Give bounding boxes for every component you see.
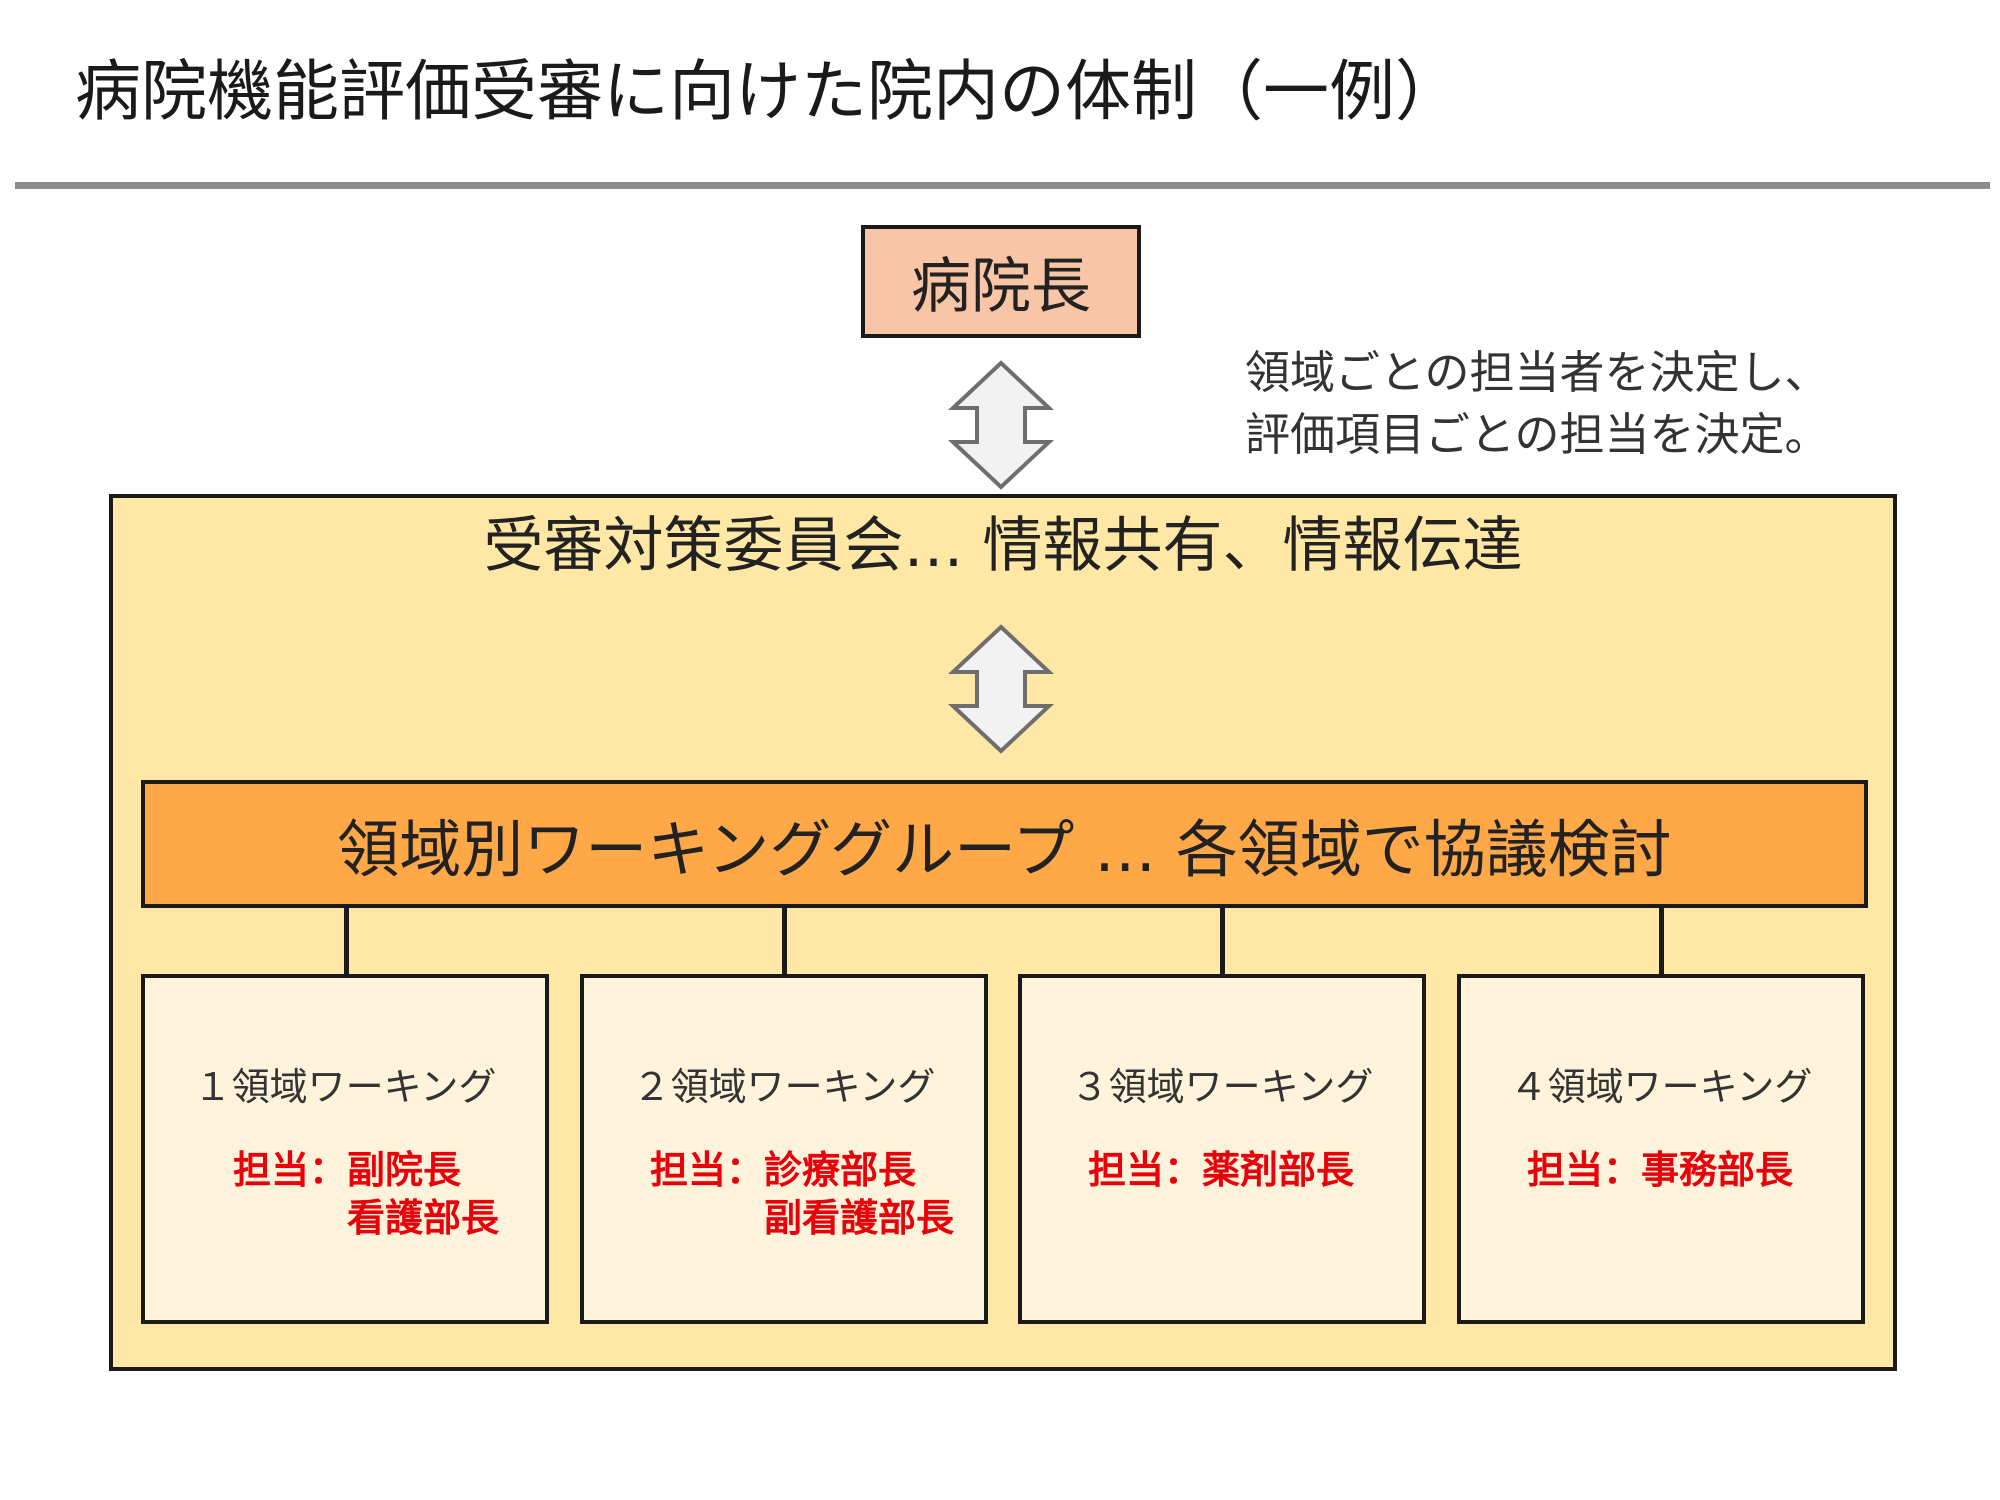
slide-title: 病院機能評価受審に向けた院内の体制（一例） (75, 53, 1461, 130)
lead-line-1: 担当：診療部長 (650, 1146, 954, 1194)
note-line-1: 領域ごとの担当者を決定し、 (1245, 346, 1830, 399)
double-arrow-shape (947, 360, 1055, 490)
domain-lead: 担当：診療部長 担当：副看護部長 (650, 1146, 954, 1242)
lead-name: 薬剤部長 (1202, 1148, 1355, 1192)
domain-name: ４領域ワーキング (1509, 1065, 1813, 1109)
lead-line-1: 担当：薬剤部長 (1088, 1146, 1354, 1194)
lead-line-1: 担当：副院長 (233, 1146, 499, 1194)
domain-box-3: ３領域ワーキング 担当：薬剤部長 (1018, 974, 1426, 1324)
domain-lead: 担当：副院長 担当：看護部長 (233, 1146, 499, 1242)
lead-line-2: 担当：副看護部長 (650, 1194, 954, 1242)
lead-line-2: 担当：看護部長 (233, 1194, 499, 1242)
domain-box-4: ４領域ワーキング 担当：事務部長 (1457, 974, 1865, 1324)
working-group-box: 領域別ワーキンググループ … 各領域で協議検討 (141, 780, 1868, 908)
domain-lead: 担当：薬剤部長 (1088, 1146, 1354, 1194)
lead-name: 副院長 (347, 1148, 462, 1192)
connector-line-3 (1220, 906, 1225, 976)
double-arrow-icon (947, 360, 1055, 490)
assignment-note: 領域ごとの担当者を決定し、 評価項目ごとの担当を決定。 (1245, 342, 1830, 466)
double-arrow-icon (947, 624, 1055, 754)
committee-label: 受審対策委員会… 情報共有、情報伝達 (483, 511, 1523, 581)
director-box: 病院長 (861, 225, 1141, 338)
domain-box-1: １領域ワーキング 担当：副院長 担当：看護部長 (141, 974, 549, 1324)
lead-prefix: 担当： (233, 1148, 348, 1192)
lead-name: 事務部長 (1641, 1148, 1794, 1192)
lead-prefix: 担当： (1088, 1148, 1203, 1192)
lead-line-1: 担当：事務部長 (1527, 1146, 1793, 1194)
lead-name: 診療部長 (764, 1148, 917, 1192)
domain-lead: 担当：事務部長 (1527, 1146, 1793, 1194)
connector-line-4 (1659, 906, 1664, 976)
connector-line-2 (782, 906, 787, 976)
lead-prefix: 担当： (1527, 1148, 1642, 1192)
domain-name: ３領域ワーキング (1070, 1065, 1374, 1109)
domain-box-2: ２領域ワーキング 担当：診療部長 担当：副看護部長 (580, 974, 988, 1324)
lead-name: 副看護部長 (764, 1196, 955, 1240)
double-arrow-shape (947, 624, 1055, 754)
domain-name: ２領域ワーキング (632, 1065, 936, 1109)
title-divider (15, 182, 1990, 189)
lead-prefix: 担当： (650, 1148, 765, 1192)
connector-line-1 (344, 906, 349, 976)
note-line-2: 評価項目ごとの担当を決定。 (1245, 408, 1830, 461)
domain-name: １領域ワーキング (193, 1065, 497, 1109)
lead-name: 看護部長 (347, 1196, 500, 1240)
